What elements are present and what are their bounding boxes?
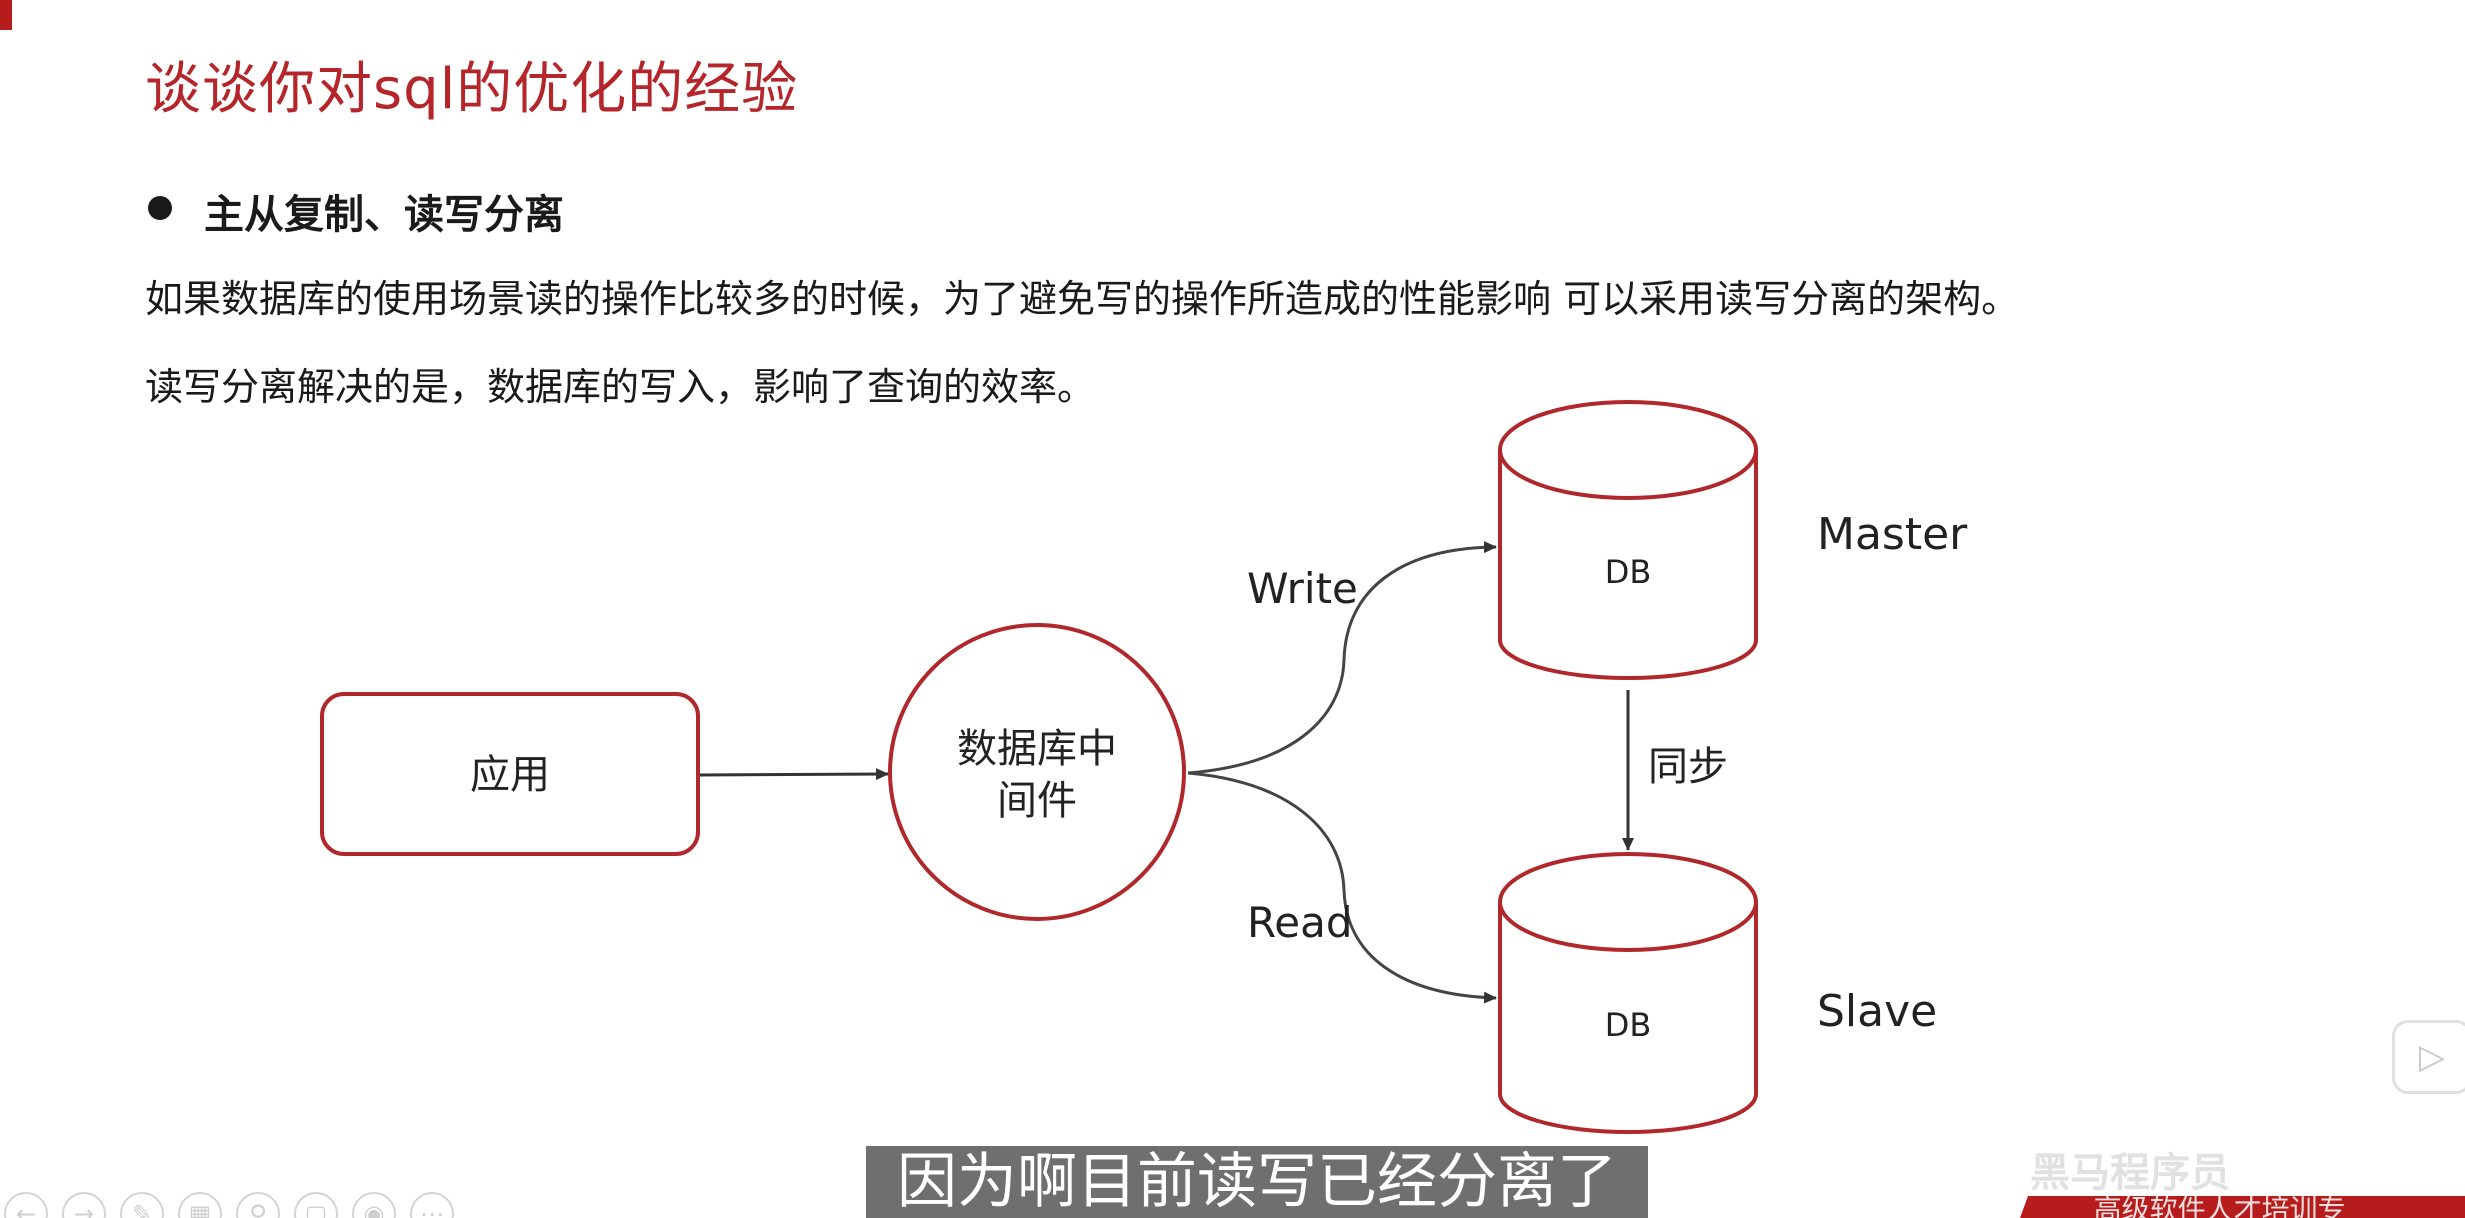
app-to-middleware-arrow	[699, 768, 889, 781]
slide-title: 谈谈你对sql的优化的经验	[145, 57, 799, 122]
arrow-left-icon[interactable]: ←	[4, 1192, 48, 1218]
paragraph-1: 如果数据库的使用场景读的操作比较多的时候，为了避免写的操作所造成的性能影响 可以…	[145, 277, 2020, 321]
bullet-icon	[148, 196, 172, 220]
read-label: Read	[1247, 898, 1353, 947]
search-icon[interactable]: ⚲	[236, 1192, 280, 1218]
camera-icon[interactable]: ◉	[352, 1192, 396, 1218]
read-arrow	[1187, 771, 1497, 1004]
slave-db-cylinder	[1498, 852, 1758, 1134]
banner-text: 高级软件人才培训专	[2093, 1196, 2346, 1218]
write-label: Write	[1247, 564, 1358, 613]
pen-icon[interactable]: ✎	[120, 1192, 164, 1218]
video-subtitle: 因为啊目前读写已经分离了	[866, 1146, 1648, 1218]
arrow-right-icon[interactable]: →	[62, 1192, 106, 1218]
slave-label: Slave	[1817, 986, 1937, 1037]
corner-accent	[0, 0, 12, 30]
bottom-banner: 高级软件人才培训专	[2020, 1196, 2465, 1218]
app-box	[320, 692, 700, 856]
master-label: Master	[1817, 509, 1968, 560]
play-icon[interactable]: ▷	[2392, 1020, 2465, 1094]
middleware-circle	[888, 623, 1186, 921]
presenter-toolbar: ← → ✎ ▦ ⚲ ▢ ◉ ⋯	[0, 1192, 454, 1218]
app-label: 应用	[470, 752, 550, 798]
window-icon[interactable]: ▢	[294, 1192, 338, 1218]
slave-db-label: DB	[1605, 1006, 1652, 1044]
sync-label: 同步	[1648, 744, 1728, 790]
write-arrow	[1187, 541, 1497, 775]
master-db-label: DB	[1605, 553, 1652, 591]
subtitle-text: 因为啊目前读写已经分离了	[897, 1147, 1617, 1217]
grid-icon[interactable]: ▦	[178, 1192, 222, 1218]
bullet-heading: 主从复制、读写分离	[204, 192, 564, 238]
more-icon[interactable]: ⋯	[410, 1192, 454, 1218]
watermark-logo: 黑马程序员	[2030, 1150, 2230, 1196]
master-db-cylinder	[1498, 400, 1758, 680]
middleware-label-line2: 间件	[997, 778, 1077, 824]
middleware-label-line1: 数据库中	[957, 726, 1117, 772]
paragraph-2: 读写分离解决的是，数据库的写入，影响了查询的效率。	[145, 365, 1096, 409]
